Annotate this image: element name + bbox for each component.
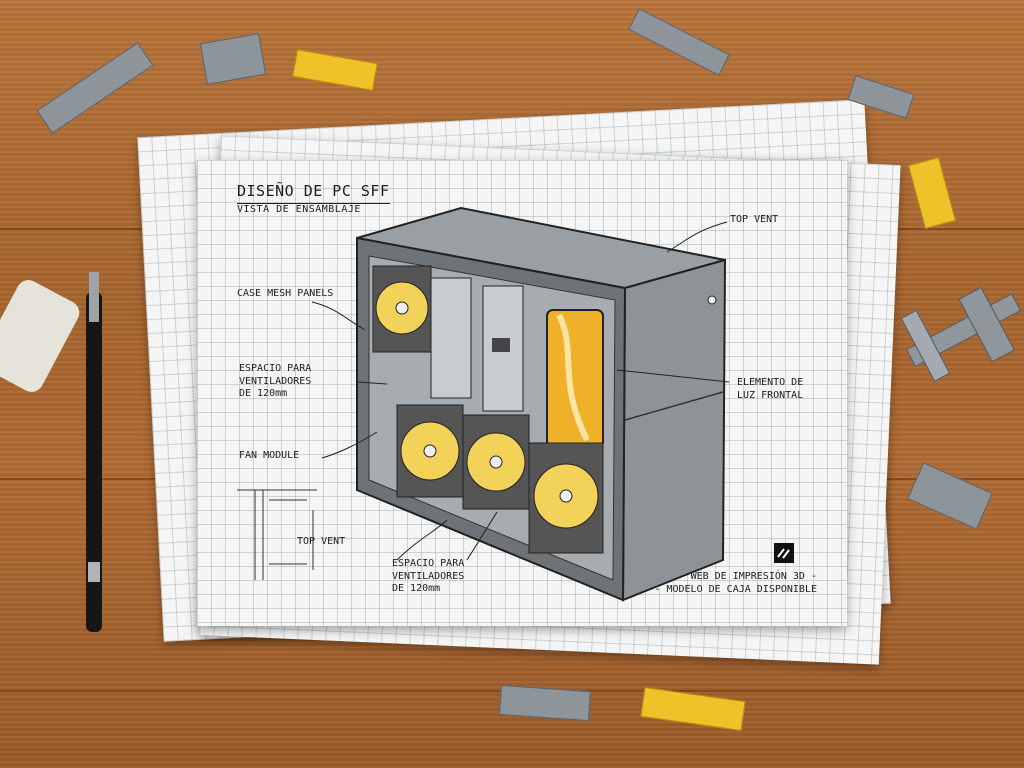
- label-fan-space-bottom: ESPACIO PARA VENTILADORES DE 120mm: [392, 558, 465, 594]
- fan-icon: [528, 442, 604, 554]
- fan-icon: [396, 404, 464, 498]
- caliper-icon: [892, 268, 1024, 403]
- eraser-icon: [0, 275, 84, 397]
- blueprint-sheet: DISEÑO DE PC SFF VISTA DE ENSAMBLAJE: [197, 160, 847, 626]
- printed-bracket: [36, 42, 154, 134]
- label-fan-space-side: ESPACIO PARA VENTILADORES DE 120mm: [239, 363, 312, 399]
- leader-lines: [311, 221, 730, 561]
- pencil-icon: [86, 272, 102, 632]
- fan-icon: [462, 414, 530, 510]
- printed-clip: [907, 462, 993, 530]
- printed-clip-yellow: [908, 156, 956, 230]
- sheet-subtitle: VISTA DE ENSAMBLAJE: [237, 204, 361, 215]
- label-top-vent: TOP VENT: [730, 214, 779, 225]
- printed-rail: [628, 8, 730, 76]
- label-fan-module: FAN MODULE: [239, 450, 300, 461]
- printed-clip-yellow: [292, 49, 378, 91]
- case-side-panel: [621, 258, 727, 602]
- detail-sketch: [237, 489, 317, 580]
- footer-note: WEB DE IMPRESIÓN 3D - - MODELO DE CAJA D…: [654, 571, 817, 595]
- front-light-element: [546, 309, 604, 449]
- pc-case-drawing: [237, 206, 730, 602]
- printed-rail: [499, 684, 591, 722]
- sheet-title: DISEÑO DE PC SFF: [237, 182, 390, 204]
- fan-icon: [372, 265, 432, 353]
- logo-icon: [774, 543, 794, 563]
- label-detail-top-vent: TOP VENT: [297, 536, 346, 547]
- label-case-mesh-panels: CASE MESH PANELS: [237, 288, 334, 299]
- printed-clip-yellow: [640, 687, 746, 731]
- label-front-light: ELEMENTO DE LUZ FRONTAL: [737, 377, 804, 401]
- printed-clip: [199, 33, 267, 85]
